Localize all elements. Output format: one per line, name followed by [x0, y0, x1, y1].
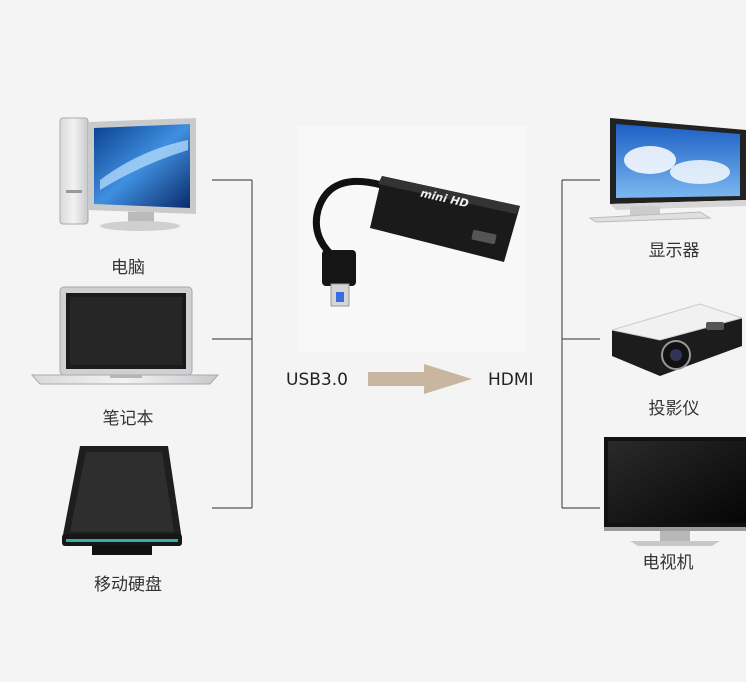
target-label-tv: 电视机	[642, 553, 694, 573]
source-label-computer: 电脑	[111, 258, 145, 278]
projector-icon	[611, 303, 744, 376]
desktop-computer-icon	[59, 117, 196, 231]
input-label: USB3.0	[286, 370, 348, 390]
right-connector-lines	[561, 179, 600, 509]
left-connector-lines	[212, 179, 253, 509]
external-hard-drive-icon	[62, 446, 182, 555]
source-label-hard-drive: 移动硬盘	[94, 575, 162, 595]
conversion-arrow	[368, 364, 472, 394]
output-label: HDMI	[488, 370, 534, 390]
usb-hdmi-adapter-icon	[312, 176, 520, 307]
target-label-projector: 投影仪	[648, 399, 700, 419]
target-label-monitor: 显示器	[648, 241, 700, 261]
monitor-icon	[588, 118, 746, 223]
television-icon	[604, 437, 746, 546]
laptop-icon	[30, 286, 220, 385]
source-label-laptop: 笔记本	[102, 409, 154, 429]
